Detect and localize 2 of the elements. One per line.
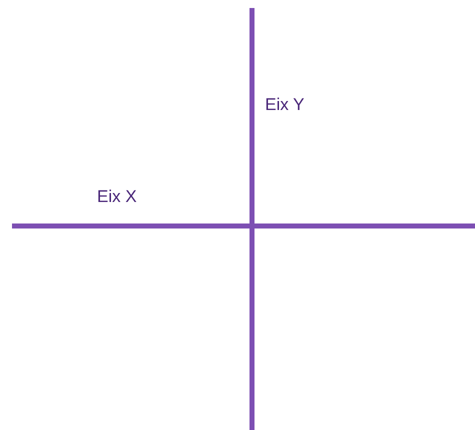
axis-label: Eix Y xyxy=(265,95,304,115)
axis-label: Eix X xyxy=(97,187,137,207)
